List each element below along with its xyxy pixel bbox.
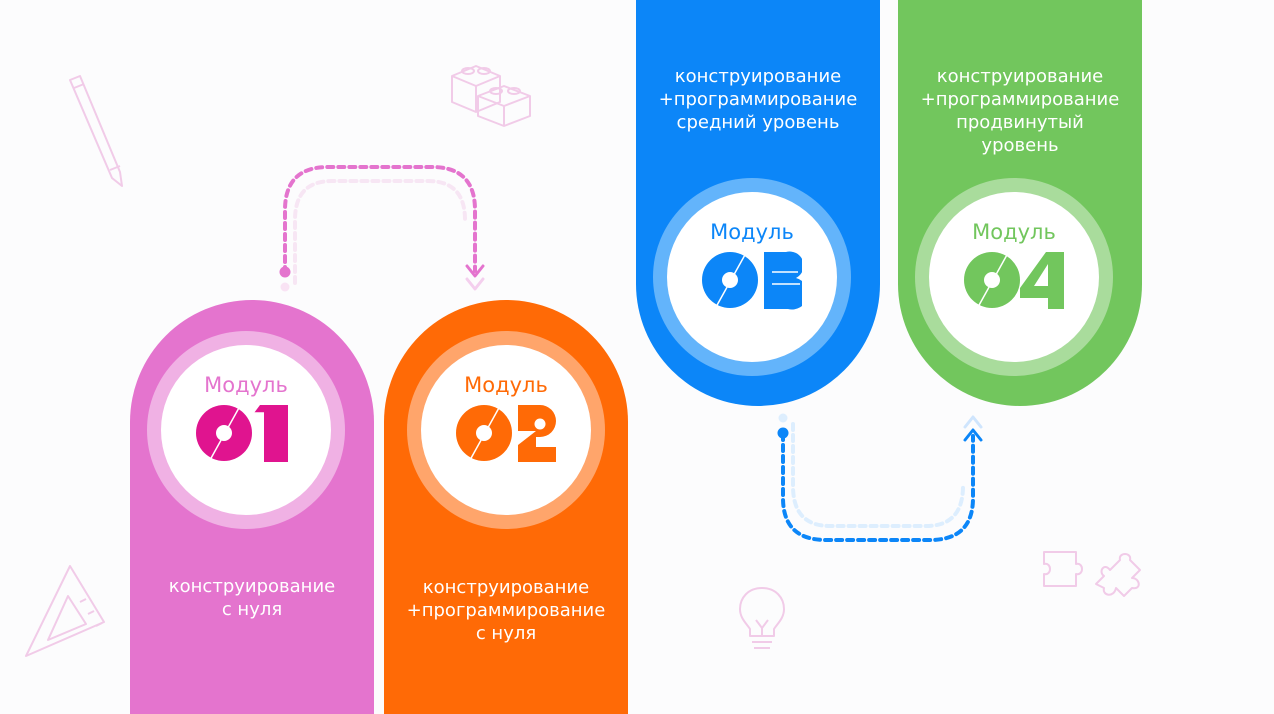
lego-bricks-icon	[451, 65, 531, 127]
module-04-label: Модуль	[972, 220, 1056, 244]
module-03-number: 03	[702, 251, 802, 310]
module-03-card: конструирование +программирование средни…	[636, 0, 880, 406]
module-03-badge: Модуль 03	[653, 178, 851, 376]
module-02-badge: Модуль 02	[407, 331, 605, 529]
module-04-number: 04	[964, 252, 1064, 309]
connector-03-04	[777, 413, 983, 542]
module-03-label: Модуль	[710, 220, 794, 244]
module-04-badge: Модуль 04	[915, 178, 1113, 376]
module-01-card: Модуль 01 конструирование с нуля	[130, 300, 374, 714]
ruler-triangle-icon	[25, 565, 105, 657]
module-01-badge: Модуль 01	[147, 331, 345, 529]
module-01-description: конструирование с нуля	[168, 576, 336, 620]
module-02-label: Модуль	[464, 373, 548, 397]
module-02-description: конструирование +программирование с нуля	[406, 577, 606, 644]
module-01-number: 01	[196, 405, 288, 462]
module-04-description: конструирование +программирование продви…	[920, 66, 1120, 156]
connector-01-02	[279, 165, 485, 292]
module-02-card: Модуль 02 конструирование +программирова…	[384, 300, 628, 714]
lightbulb-icon	[739, 587, 785, 649]
puzzle-icon	[1043, 551, 1141, 597]
module-02-number: 02	[456, 405, 556, 462]
module-04-card: конструирование +программирование продви…	[898, 0, 1142, 406]
pencil-icon	[69, 75, 123, 187]
module-03-description: конструирование +программирование средни…	[658, 66, 858, 133]
module-01-label: Модуль	[204, 373, 288, 397]
